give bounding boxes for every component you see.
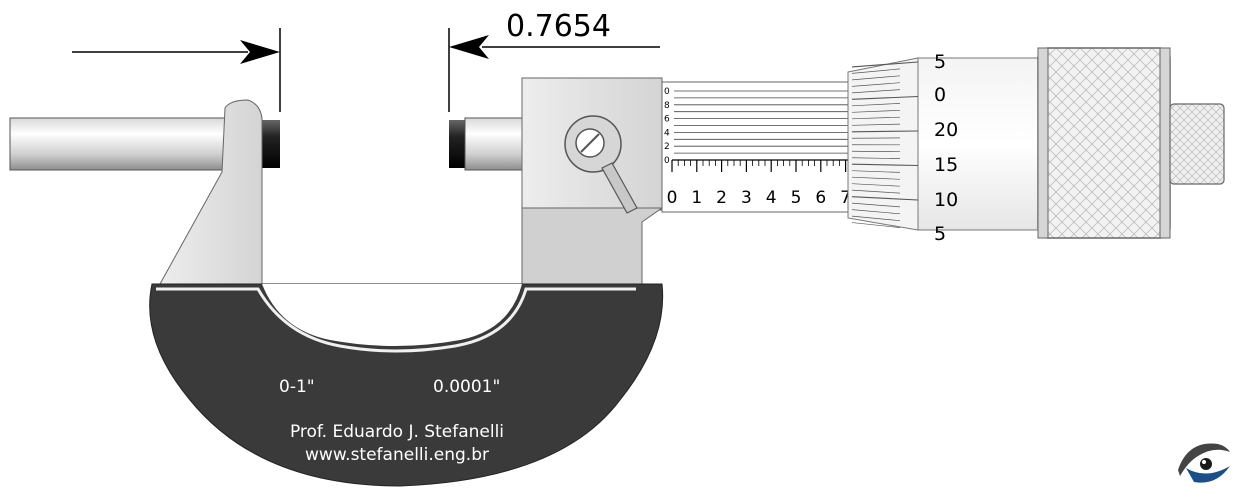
ratchet-grip-rim-left — [1037, 47, 1049, 239]
thimble-minor-tick — [851, 209, 901, 215]
thimble-label: 20 — [934, 119, 958, 141]
sleeve-main-label: 6 — [815, 188, 826, 208]
vernier-label: 2 — [664, 142, 670, 152]
thimble-ticks — [851, 61, 919, 228]
thimble-major-tick — [851, 163, 919, 167]
sleeve-main-label: 3 — [741, 188, 752, 208]
vernier-labels: 0 2 4 6 8 0 — [664, 87, 670, 166]
sleeve-ticks — [671, 160, 847, 172]
thimble-minor-tick — [851, 82, 901, 87]
sleeve-main-label: 0 — [667, 188, 678, 208]
thimble-label: 0 — [934, 84, 946, 106]
lock-lever[interactable] — [564, 115, 638, 214]
barrel-body — [521, 77, 664, 285]
thimble-major-tick — [851, 196, 919, 201]
vernier-label: 4 — [664, 128, 670, 138]
vernier-label: 0 — [664, 87, 670, 97]
lock-handle[interactable] — [601, 162, 638, 214]
ratchet-grip-rim-right — [1159, 47, 1171, 239]
thimble-minor-tick — [851, 170, 901, 173]
reading-value: 0.7654 — [506, 9, 611, 44]
eye-logo-icon — [1178, 443, 1230, 483]
thimble[interactable]: 5 0 20 15 10 5 — [847, 51, 1041, 245]
thimble-minor-tick — [851, 116, 901, 120]
thimble-minor-tick — [851, 68, 901, 74]
spindle-face — [449, 120, 467, 168]
thimble-major-tick — [851, 130, 919, 133]
ratchet-knurled-grip[interactable] — [1037, 47, 1171, 239]
thimble-labels: 5 0 20 15 10 5 — [934, 51, 958, 245]
barrel-neck — [521, 207, 664, 285]
thimble-label: 15 — [934, 154, 958, 176]
thimble-major-tick — [851, 95, 919, 100]
thimble-minor-tick — [851, 89, 901, 94]
thimble-minor-tick — [851, 215, 901, 222]
sleeve-tube — [661, 81, 853, 213]
thimble-label: 10 — [934, 189, 958, 211]
thimble-minor-tick — [851, 176, 901, 180]
sleeve-main-label: 5 — [791, 188, 802, 208]
author-label: Prof. Eduardo J. Stefanelli — [290, 422, 504, 442]
thimble-minor-tick — [851, 109, 901, 113]
thimble-body[interactable] — [917, 57, 1041, 231]
ratchet-end-cap[interactable] — [1169, 103, 1225, 185]
vernier-label: 6 — [664, 115, 670, 125]
vernier-label: 0 — [664, 156, 670, 166]
thimble-minor-tick — [851, 183, 901, 187]
frame-inner-highlight — [156, 287, 636, 353]
spindle-rod — [464, 117, 528, 171]
thimble-label: 5 — [934, 223, 946, 245]
range-label: 0-1" — [279, 377, 315, 397]
thimble-minor-tick — [851, 75, 901, 81]
thimble-minor-tick — [851, 103, 901, 107]
thimble-minor-tick — [851, 222, 901, 228]
thimble-minor-tick — [851, 157, 901, 159]
frame-inner-cut — [262, 284, 522, 346]
sleeve-main-label: 7 — [840, 188, 851, 208]
thimble-minor-tick — [851, 202, 901, 208]
frame-left-pillar — [159, 99, 263, 285]
lock-screw-slot — [580, 133, 600, 153]
spindle — [449, 117, 528, 171]
resolution-label: 0.0001" — [433, 377, 500, 397]
sleeve-main-label: 1 — [691, 188, 702, 208]
right-arrow-head — [449, 35, 489, 59]
thimble-label: 5 — [934, 51, 946, 73]
frame: 0-1" 0.0001" Prof. Eduardo J. Stefanelli… — [149, 283, 664, 487]
anvil-face — [262, 120, 280, 168]
thimble-minor-tick — [851, 189, 901, 194]
measurement-indicator: 0.7654 — [72, 9, 660, 112]
left-arrow-head — [240, 40, 280, 64]
sleeve-main-label: 4 — [766, 188, 777, 208]
vernier-label: 8 — [664, 101, 670, 111]
thimble-minor-tick — [851, 123, 901, 126]
sleeve-main-label: 2 — [716, 188, 727, 208]
ratchet[interactable] — [1037, 47, 1225, 239]
website-label: www.stefanelli.eng.br — [305, 445, 489, 465]
frame-body — [149, 283, 664, 487]
thimble-major-tick — [851, 61, 919, 68]
